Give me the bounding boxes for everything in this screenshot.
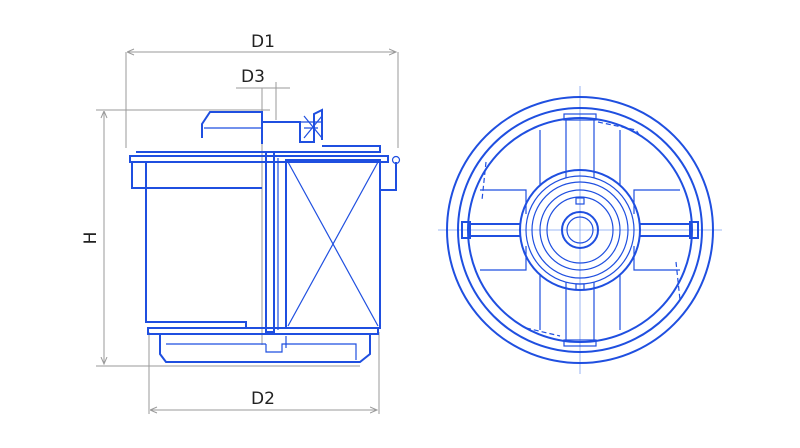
dimension-h: H [81, 109, 360, 367]
label-d1: D1 [251, 32, 275, 52]
dimension-d2: D2 [148, 332, 380, 414]
label-d2: D2 [251, 389, 275, 409]
label-h: H [81, 232, 101, 245]
top-view [438, 86, 722, 374]
dimension-d3: D3 [236, 67, 290, 345]
side-view [129, 108, 401, 363]
label-d3: D3 [241, 67, 265, 87]
dimension-d1: D1 [125, 32, 399, 148]
